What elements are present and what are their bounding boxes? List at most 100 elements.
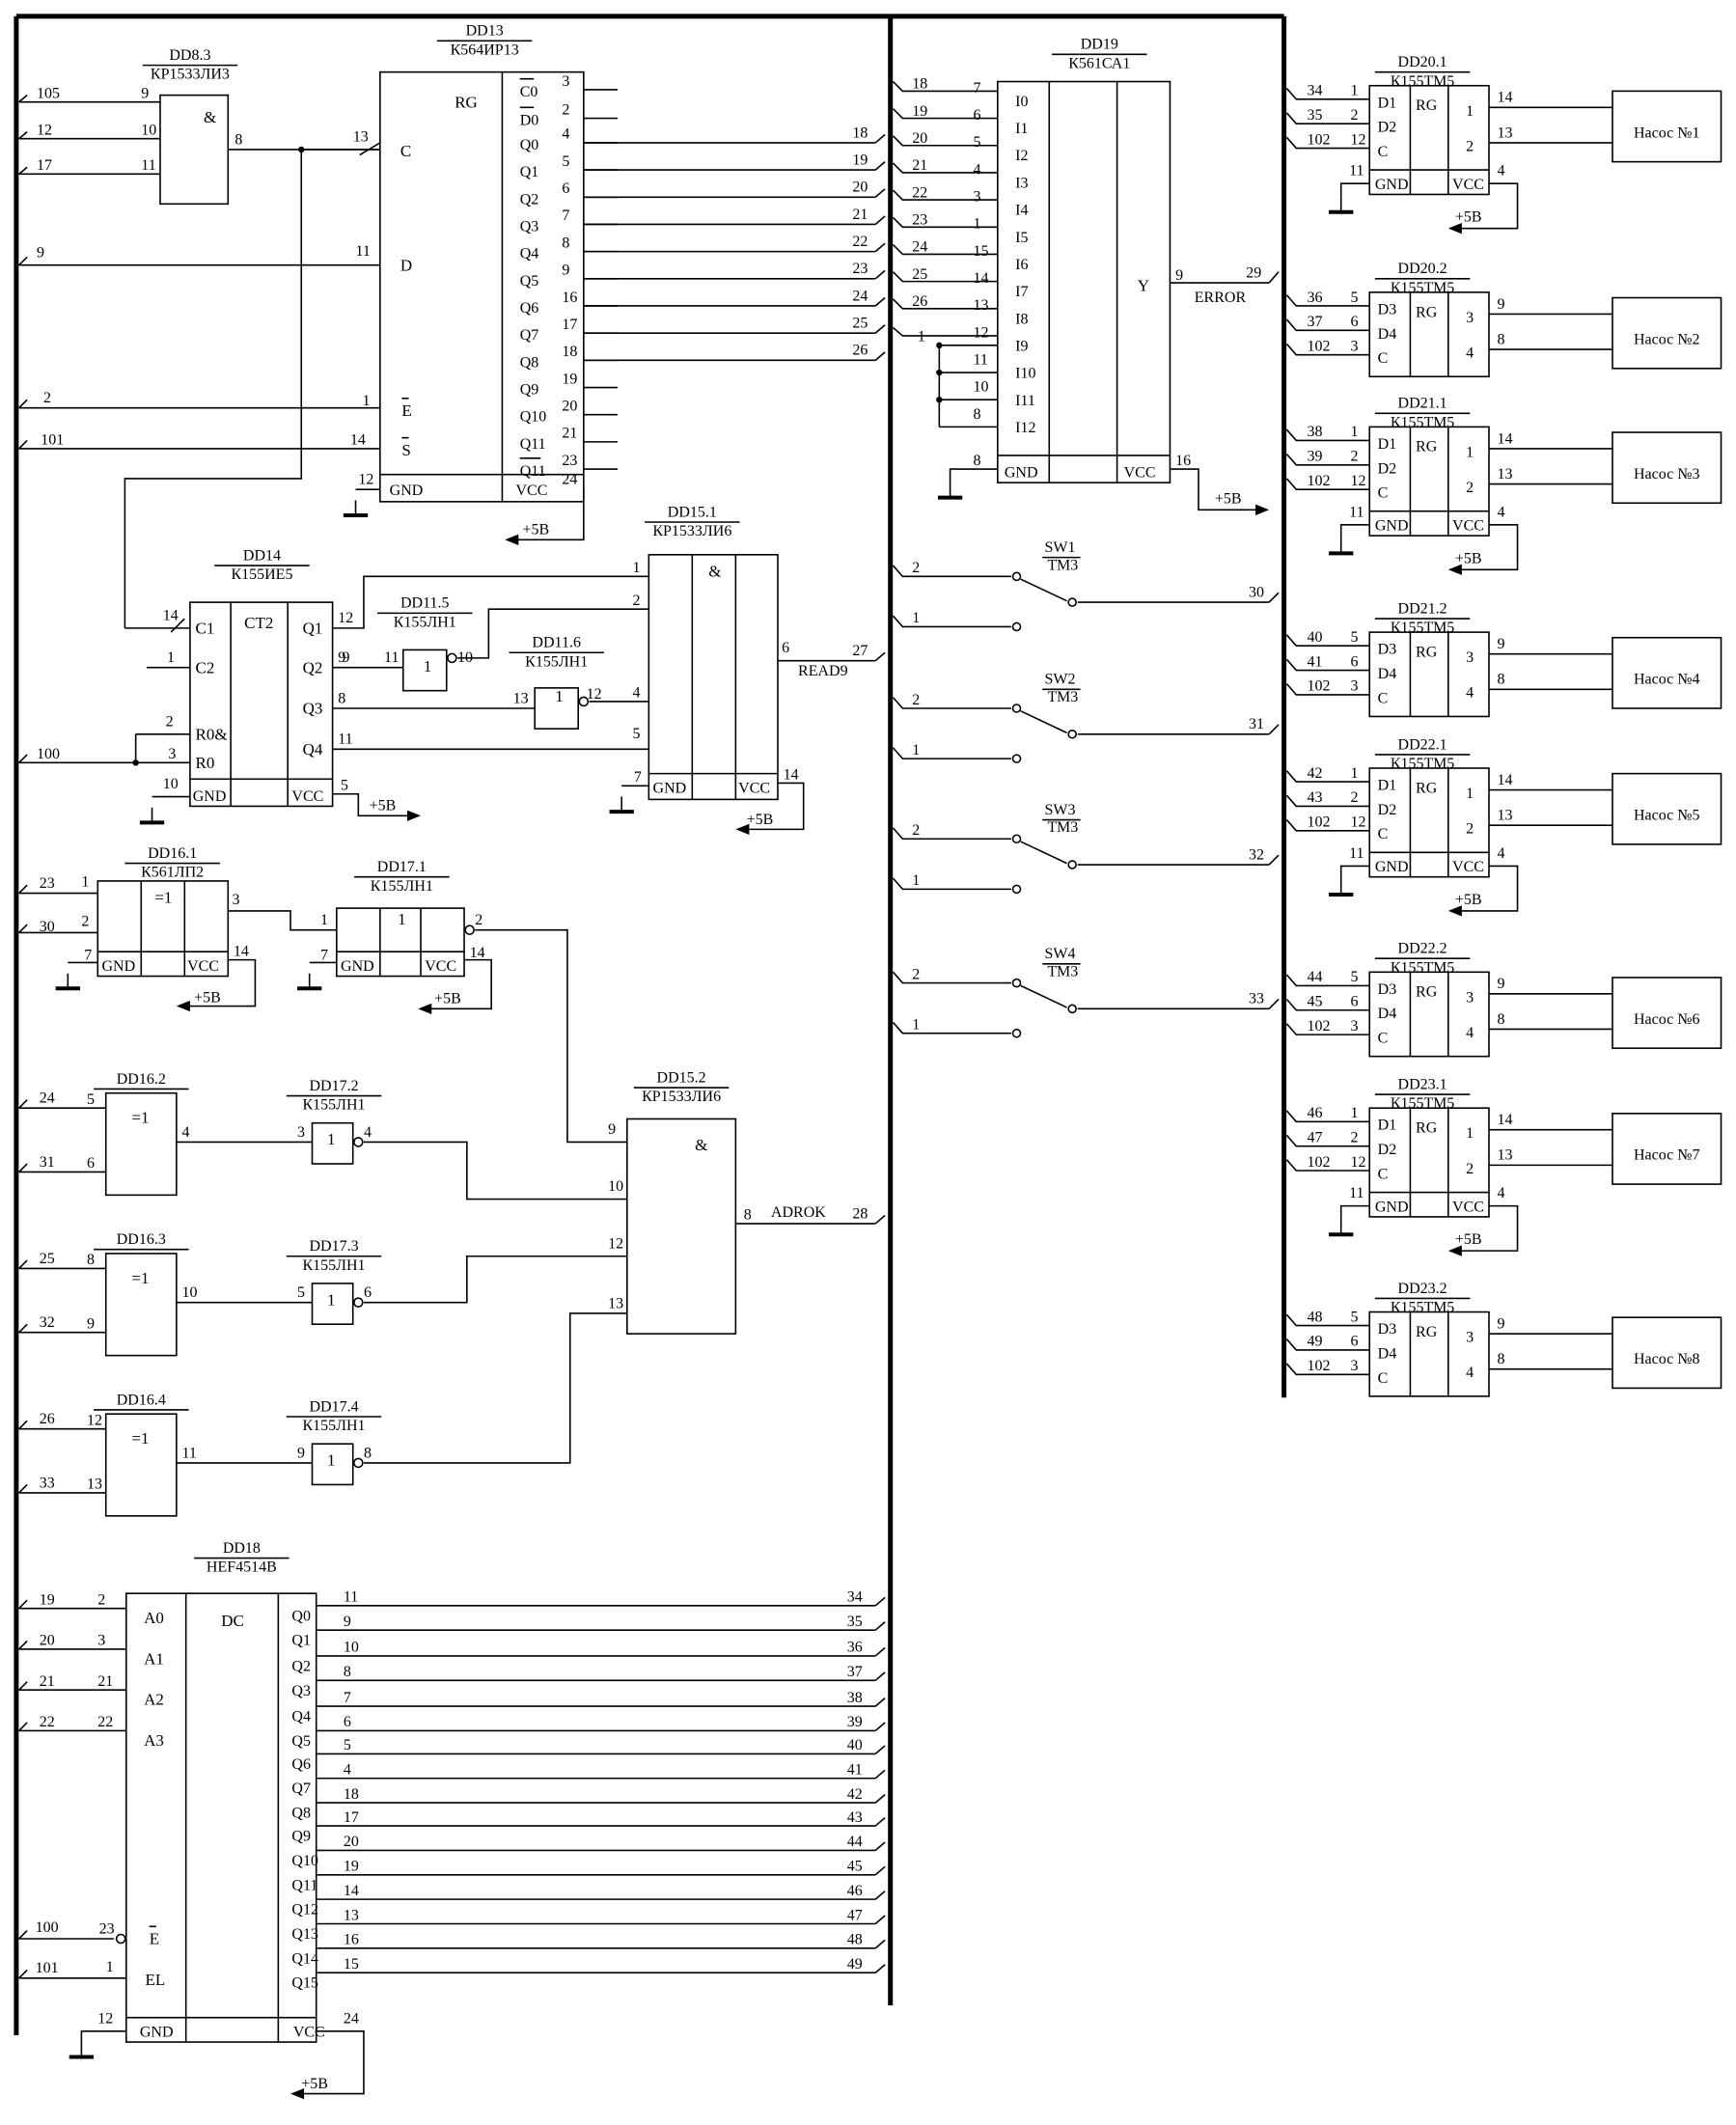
signal-label: ERROR — [1195, 290, 1247, 306]
supply-arrow-icon — [1447, 223, 1462, 235]
wire — [874, 1915, 886, 1925]
wire — [874, 1769, 886, 1780]
pump-box — [1612, 636, 1722, 709]
pin-number: 13 — [1497, 124, 1512, 141]
wire — [892, 135, 998, 147]
blk3-n-part: К155ЛН1 — [302, 1257, 365, 1274]
net-label: 37 — [847, 1664, 863, 1680]
pin-label: R0& — [196, 725, 228, 743]
wire — [18, 131, 28, 140]
pin-number: 2 — [81, 913, 89, 929]
wire — [874, 1939, 886, 1949]
net-label: 18 — [912, 76, 927, 93]
pin-number: 12 — [1351, 131, 1366, 148]
wire — [1285, 683, 1370, 696]
dd18-ref: DD18 — [223, 1540, 261, 1557]
pin-number: 14 — [470, 945, 485, 961]
wire — [874, 1596, 886, 1607]
net-label: 22 — [40, 1714, 55, 1730]
pin-number: 4 — [181, 1124, 189, 1141]
switch-contact — [1011, 1028, 1022, 1038]
net-label: 40 — [847, 1737, 863, 1753]
pin-number: 12 — [87, 1412, 102, 1428]
wire — [18, 166, 28, 175]
trigger-body — [1368, 291, 1490, 378]
pin-label: D1 — [1378, 95, 1397, 111]
supply-label: +5В — [194, 989, 221, 1006]
pump-label: Насос №8 — [1634, 1351, 1700, 1367]
vcc-lead — [1459, 865, 1519, 912]
wire — [892, 80, 998, 93]
wire — [1285, 1134, 1370, 1147]
pump-label: Насос №6 — [1634, 1011, 1700, 1028]
pin-number: 22 — [97, 1714, 113, 1730]
net-label: 34 — [1308, 83, 1323, 99]
pin-label: I0 — [1015, 94, 1028, 110]
net-label: 48 — [847, 1932, 863, 1948]
pin-number: 14 — [163, 607, 179, 623]
net-label: 38 — [847, 1690, 863, 1706]
dd18-fn: DC — [221, 1612, 244, 1630]
pin-number: 12 — [338, 610, 353, 626]
dd11-5-body — [401, 649, 448, 692]
pin-number: 13 — [87, 1476, 102, 1493]
wire — [1285, 1313, 1370, 1327]
dd19-ref: DD19 — [1081, 37, 1118, 53]
pin-number: 2 — [97, 1591, 105, 1608]
switch-contact — [1011, 834, 1022, 844]
junction-dot — [936, 342, 943, 349]
net-label: 30 — [40, 919, 55, 935]
pump-label: Насос №1 — [1634, 124, 1700, 141]
pin-number: 8 — [1497, 1351, 1504, 1367]
pin-label: A3 — [144, 1731, 164, 1750]
net-label: 12 — [37, 122, 52, 138]
dd8-3-fn: & — [204, 108, 216, 126]
supply-arrow-icon — [176, 1000, 190, 1012]
switch-contact — [1067, 729, 1077, 739]
junction-dot — [936, 396, 943, 403]
dd11-5-ref: DD11.5 — [400, 595, 450, 612]
wire — [1285, 343, 1370, 356]
dd11-6-ref: DD11.6 — [532, 635, 581, 651]
wire — [332, 575, 649, 629]
trig5-ref: DD22.2 — [1398, 941, 1447, 957]
wire — [18, 399, 28, 409]
pin-label: D1 — [1378, 778, 1397, 794]
pin-number: 14 — [974, 270, 989, 287]
pin-number: 1 — [912, 610, 920, 626]
switch-contact — [1067, 860, 1077, 869]
pin-number: 3 — [974, 189, 981, 206]
net-label: 39 — [847, 1714, 863, 1730]
supply-label: +5В — [1455, 550, 1482, 566]
pin-number: 9 — [1497, 1315, 1504, 1332]
pin-number: 6 — [1351, 314, 1359, 330]
wire — [1285, 658, 1370, 672]
pin-label: Q3 — [291, 1683, 311, 1699]
wire — [18, 439, 28, 450]
switch-lever — [1020, 984, 1067, 1008]
pin-number: 11 — [141, 157, 155, 174]
wire — [1285, 136, 1370, 150]
supply-arrow-icon — [1447, 564, 1462, 575]
pin-number: 20 — [344, 1834, 359, 1850]
pin-number: 13 — [1497, 466, 1512, 483]
pump-box — [1612, 431, 1722, 505]
pin-label: C — [1378, 1166, 1389, 1182]
pump-label: Насос №3 — [1634, 466, 1700, 483]
net-label: 105 — [37, 85, 60, 101]
pin-label: C1 — [196, 620, 215, 638]
wire — [874, 651, 886, 662]
pin-label: I11 — [1015, 393, 1035, 409]
wire — [18, 95, 28, 103]
trig0-ref: DD20.1 — [1398, 54, 1447, 70]
pin-number: 3 — [1466, 310, 1474, 326]
junction-dot — [132, 759, 139, 766]
pin-number: 6 — [1351, 653, 1359, 670]
pin-number: 12 — [608, 1235, 623, 1252]
net-label: 102 — [1308, 1154, 1331, 1171]
pin-number: 8 — [974, 406, 981, 423]
rg-label: RG — [1416, 304, 1438, 320]
pin-label: Q9 — [520, 382, 539, 399]
pin-number: 8 — [1497, 331, 1504, 347]
pin-number: 4 — [1497, 845, 1504, 862]
